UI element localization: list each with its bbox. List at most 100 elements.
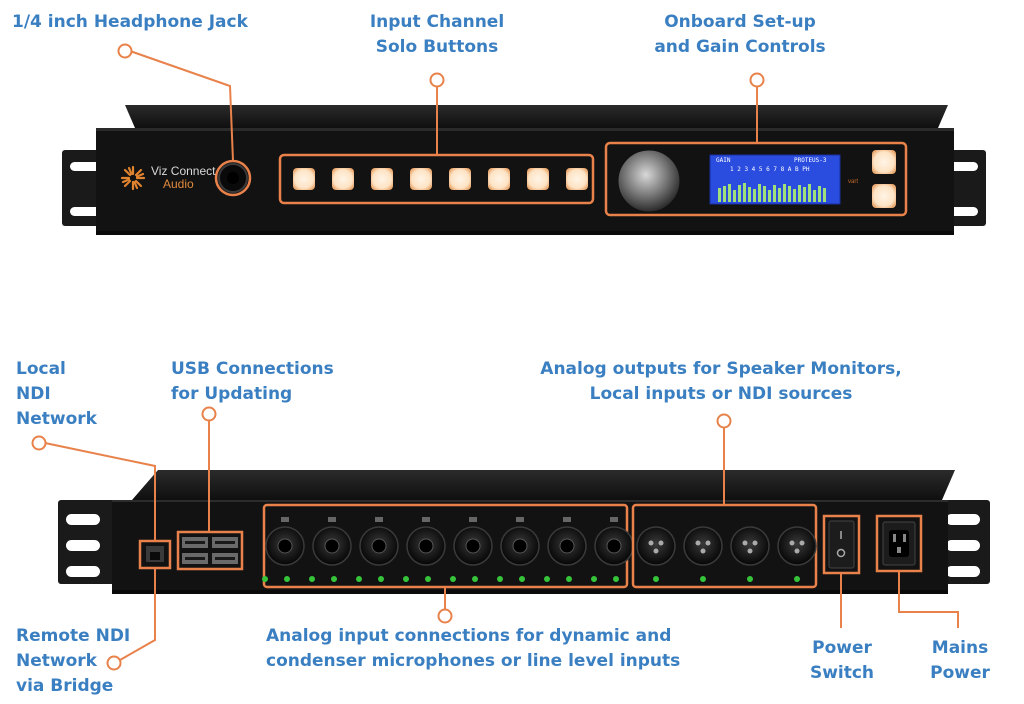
label-headphone-jack: 1/4 inch Headphone Jack xyxy=(12,10,248,35)
lcd-meter-bar xyxy=(753,189,756,202)
status-led xyxy=(591,576,597,582)
label-remote-ndi-line-2: Network xyxy=(16,651,97,671)
leader-headphone-jack xyxy=(129,50,234,162)
label-local-ndi-line-1: Local xyxy=(16,359,66,379)
setup-button-bottom[interactable] xyxy=(872,184,896,208)
label-solo-buttons-line-2: Solo Buttons xyxy=(375,37,499,57)
status-led xyxy=(356,576,362,582)
status-led xyxy=(566,576,572,582)
front-unit: vart xyxy=(62,105,986,235)
analog-output-connectors xyxy=(636,526,817,582)
jack-socket-icon xyxy=(465,538,481,554)
label-power-switch-line-1: Power xyxy=(812,638,872,658)
front-top-face xyxy=(125,105,948,128)
lcd-gain-label: GAIN xyxy=(716,157,731,164)
status-led xyxy=(653,576,659,582)
status-led xyxy=(309,576,315,582)
label-remote-ndi-line-3: via Bridge xyxy=(16,676,114,696)
rear-right-rack-ear xyxy=(938,500,990,584)
xlr-pin-icon xyxy=(700,548,706,554)
status-led xyxy=(613,576,619,582)
lcd-meter-bar xyxy=(818,186,821,202)
lcd-meter-bar xyxy=(738,185,741,202)
rear-top-face xyxy=(132,470,955,500)
solo-button-1[interactable] xyxy=(293,168,315,190)
lcd-meter-bars xyxy=(718,183,826,202)
label-remote-ndi-line-1: Remote NDI xyxy=(16,626,131,646)
solo-button-4[interactable] xyxy=(410,168,432,190)
xlr-pin-icon xyxy=(742,540,748,546)
setup-button-top[interactable] xyxy=(872,150,896,174)
headphone-jack-icon[interactable] xyxy=(218,163,248,193)
lcd-meter-bar xyxy=(763,186,766,202)
xlr-output-1[interactable] xyxy=(636,526,676,566)
lcd-channels-label: 1 2 3 4 5 6 7 8 A B PH xyxy=(730,166,810,173)
solo-button-5[interactable] xyxy=(449,168,471,190)
usb-port-icons[interactable] xyxy=(182,537,238,564)
label-analog-outputs-line-1: Analog outputs for Speaker Monitors, xyxy=(540,359,902,379)
xlr-pin-icon xyxy=(747,548,753,554)
jack-socket-icon xyxy=(418,538,434,554)
callout-lines xyxy=(44,50,959,661)
label-mains-power-line-1: Mains xyxy=(931,638,989,658)
svg-text:vart: vart xyxy=(848,179,858,185)
lcd-meter-bar xyxy=(758,184,761,202)
jack-socket-icon xyxy=(512,538,528,554)
solo-button-3[interactable] xyxy=(371,168,393,190)
latch-icon xyxy=(328,517,336,522)
rear-unit xyxy=(58,470,990,594)
xlr-pin-icon xyxy=(752,540,758,546)
lcd-model-label: PROTEUS-3 xyxy=(794,157,827,164)
label-headphone-jack-line-1: 1/4 inch Headphone Jack xyxy=(12,12,248,32)
brand-name-text: Viz Connect xyxy=(151,164,216,178)
mains-power-inlet-icon[interactable] xyxy=(882,521,916,566)
power-switch-icon[interactable] xyxy=(828,520,855,569)
lcd-meter-bar xyxy=(773,185,776,202)
latch-icon xyxy=(375,517,383,522)
rear-left-rack-ear xyxy=(58,500,116,584)
status-led xyxy=(700,576,706,582)
leader-local-ndi xyxy=(44,442,156,541)
status-led xyxy=(794,576,800,582)
lcd-meter-bar xyxy=(723,186,726,202)
brand-name: Viz Connect Audio xyxy=(151,165,215,191)
lcd-meter-bar xyxy=(733,190,736,202)
status-led xyxy=(262,576,268,582)
label-local-ndi-line-3: Network xyxy=(16,409,97,429)
xlr-output-3[interactable] xyxy=(730,526,770,566)
lcd-meter-bar xyxy=(748,187,751,202)
lcd-meter-bar xyxy=(813,190,816,202)
xlr-output-2[interactable] xyxy=(683,526,723,566)
gain-knob-icon[interactable] xyxy=(618,150,680,212)
jack-socket-icon xyxy=(371,538,387,554)
jack-socket-icon xyxy=(559,538,575,554)
jack-socket-icon xyxy=(324,538,340,554)
latch-icon xyxy=(422,517,430,522)
xlr-output-4[interactable] xyxy=(777,526,817,566)
label-solo-buttons-line-1: Input Channel xyxy=(369,12,505,32)
solo-button-7[interactable] xyxy=(527,168,549,190)
lcd-meter-bar xyxy=(808,184,811,202)
lcd-meter-bar xyxy=(728,184,731,202)
solo-button-6[interactable] xyxy=(488,168,510,190)
lcd-meter-bar xyxy=(788,186,791,202)
xlr-pin-icon xyxy=(799,540,805,546)
jack-socket-icon xyxy=(277,538,293,554)
status-led xyxy=(403,576,409,582)
label-gain-controls-line-2: and Gain Controls xyxy=(654,37,826,57)
status-led xyxy=(519,576,525,582)
leader-mains-power xyxy=(898,571,959,628)
solo-buttons-group xyxy=(293,168,588,190)
latch-icon xyxy=(516,517,524,522)
brand-logo-icon xyxy=(120,165,146,191)
leader-remote-ndi xyxy=(119,568,156,661)
solo-button-2[interactable] xyxy=(332,168,354,190)
solo-button-8[interactable] xyxy=(566,168,588,190)
latch-icon xyxy=(469,517,477,522)
